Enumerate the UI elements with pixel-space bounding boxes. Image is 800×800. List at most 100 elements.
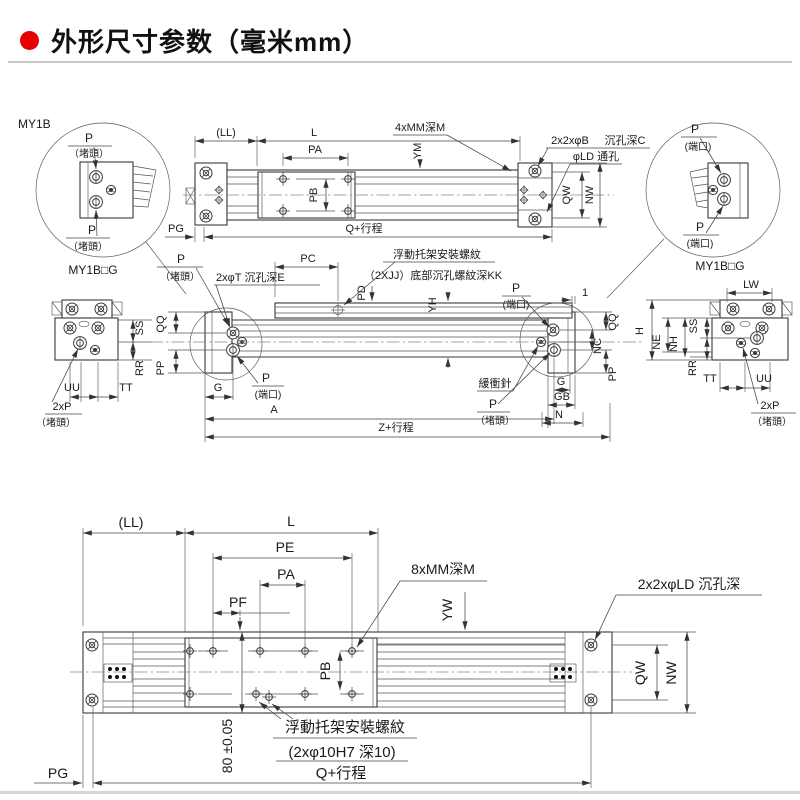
bottom-view-dimensions: (LL) L PE PA PF 8xMM深M YW bbox=[34, 513, 762, 788]
callout-mm: 4xMM深M bbox=[395, 121, 445, 134]
dim-ll: (LL) bbox=[216, 127, 236, 139]
dim-pp-right: PP bbox=[607, 367, 619, 382]
dim-uu-left: UU bbox=[64, 382, 80, 394]
dim-ym: YM bbox=[412, 143, 424, 160]
dim-yh: YH bbox=[427, 297, 439, 312]
dim-q-stroke: Q+行程 bbox=[316, 765, 366, 782]
callout-p-port-left: P bbox=[262, 371, 270, 385]
footer-divider bbox=[0, 791, 800, 794]
header-divider bbox=[8, 61, 792, 63]
dim-lw: LW bbox=[743, 279, 759, 291]
bottom-view: (LL) L PE PA PF 8xMM深M YW bbox=[34, 513, 762, 788]
model-g-right-label: MY1B□G bbox=[695, 259, 744, 273]
p-plug-bottom-label: P bbox=[88, 223, 96, 237]
top-view: MY1B P （堵頭） P bbox=[18, 117, 781, 299]
dim-pg: PG bbox=[168, 223, 184, 235]
callout-ld: φLD 通孔 bbox=[573, 150, 619, 163]
port-bottom-sub: (端口) bbox=[687, 237, 714, 250]
dim-ll: (LL) bbox=[119, 514, 144, 530]
dim-a: A bbox=[270, 404, 278, 416]
callout-2xp-left-sub: （堵頭） bbox=[36, 416, 76, 429]
side-view-dimensions: P （堵頭） 2xφT 沉孔深E PC PD 浮動托架安裝螺紋 （2XJJ）底部… bbox=[155, 247, 619, 442]
dim-nh: NH bbox=[668, 336, 680, 352]
dim-pb: PB bbox=[308, 188, 320, 203]
callout-float: 浮動托架安裝螺紋 bbox=[393, 247, 481, 261]
dim-pc: PC bbox=[300, 253, 315, 265]
dim-pe: PE bbox=[276, 539, 295, 555]
dim-uu-right: UU bbox=[756, 373, 772, 385]
dim-n: N bbox=[555, 409, 563, 421]
model-g-left-label: MY1B□G bbox=[68, 263, 117, 277]
top-view-body bbox=[183, 162, 614, 228]
dim-z-stroke: Z+行程 bbox=[378, 421, 413, 434]
callout-c: 沉孔深C bbox=[605, 134, 646, 147]
dim-tolerance: 80 ±0.05 bbox=[219, 719, 235, 774]
callout-p-plug: P bbox=[177, 252, 185, 266]
left-end-view: SS RR UU TT 2xP （堵頭） bbox=[36, 299, 152, 429]
callout-2xp-left: 2xP bbox=[53, 401, 72, 413]
dim-l: L bbox=[287, 513, 295, 529]
side-view: MY1B□G SS bbox=[36, 247, 796, 442]
callout-t: 2xφT 沉孔深E bbox=[216, 271, 285, 284]
dim-pg: PG bbox=[48, 765, 68, 781]
dim-pb: PB bbox=[317, 662, 333, 681]
p-plug-top-label: P bbox=[85, 131, 93, 145]
callout-2xp-right: 2xP bbox=[761, 400, 780, 412]
plug-top-sub: （堵頭） bbox=[69, 147, 109, 160]
section-header: 外形尺寸参数（毫米mm） bbox=[20, 22, 369, 59]
callout-float-sub: （2XJJ）底部沉孔螺紋深KK bbox=[364, 268, 503, 282]
dim-tt-right: TT bbox=[703, 373, 717, 385]
dim-rr-left: RR bbox=[134, 360, 146, 376]
dim-ne: NE bbox=[651, 334, 663, 349]
callout-float-sub: (2xφ10H7 深10) bbox=[288, 744, 395, 761]
dim-ss-right: SS bbox=[688, 319, 700, 334]
dim-tt-left: TT bbox=[119, 382, 133, 394]
dim-pd: PD bbox=[356, 285, 368, 300]
dim-pp-left: PP bbox=[155, 361, 167, 376]
p-port-top-label: P bbox=[691, 122, 699, 136]
callout-ld: 2x2xφLD 沉孔深 bbox=[638, 576, 740, 592]
dim-qw: QW bbox=[632, 660, 648, 685]
dim-pa: PA bbox=[277, 566, 295, 582]
callout-p-plug-bottom-sub: （堵頭） bbox=[475, 414, 515, 427]
top-view-dimensions: (LL) L PA 4xMM深M YM PB 2x2xφB 沉孔深C φLD 通… bbox=[165, 121, 650, 242]
dim-pf: PF bbox=[229, 594, 247, 610]
dim-nc: NC bbox=[592, 338, 604, 354]
dim-nw: NW bbox=[663, 661, 679, 685]
dim-one: 1 bbox=[582, 287, 588, 299]
dim-qq-left: QQ bbox=[155, 315, 167, 333]
callout-p-plug-bottom: P bbox=[489, 397, 497, 411]
callout-2xp-right-sub: （堵頭） bbox=[752, 415, 792, 428]
port-top-sub: (端口) bbox=[685, 140, 712, 153]
bullet-icon bbox=[20, 31, 39, 50]
dim-gb: GB bbox=[554, 391, 570, 403]
callout-mm: 8xMM深M bbox=[411, 561, 475, 577]
plug-bottom-sub: （堵頭） bbox=[68, 240, 108, 253]
callout-buffer: 緩衝針 bbox=[479, 376, 512, 390]
bottom-view-body bbox=[70, 631, 632, 714]
dim-g-left: G bbox=[214, 382, 223, 394]
callout-p-port-left-sub: (端口) bbox=[255, 388, 282, 401]
callout-p-plug-sub: （堵頭） bbox=[160, 270, 200, 283]
dim-g-right: G bbox=[557, 376, 566, 388]
dim-q-stroke: Q+行程 bbox=[346, 222, 383, 235]
dim-nw: NW bbox=[584, 185, 596, 204]
dim-qw: QW bbox=[561, 185, 573, 205]
dim-h: H bbox=[634, 327, 646, 335]
dim-yw: YW bbox=[439, 598, 455, 621]
dim-qq-right: QQ bbox=[607, 313, 619, 331]
right-port-detail-circle: P (端口) P (端口) bbox=[606, 122, 781, 299]
model-label: MY1B bbox=[18, 117, 51, 131]
left-port-detail-circle: P （堵頭） P （堵頭） bbox=[35, 122, 187, 295]
dim-pa: PA bbox=[308, 144, 323, 156]
p-port-bottom-label: P bbox=[696, 220, 704, 234]
dim-ss-left: SS bbox=[134, 321, 146, 336]
dim-l: L bbox=[311, 127, 317, 139]
page-title: 外形尺寸参数（毫米mm） bbox=[51, 27, 370, 57]
side-view-body bbox=[150, 302, 642, 381]
right-end-view: LW H NE NH SS RR bbox=[634, 279, 796, 428]
dim-rr-right: RR bbox=[687, 360, 699, 376]
callout-b: 2x2xφB bbox=[551, 135, 589, 147]
